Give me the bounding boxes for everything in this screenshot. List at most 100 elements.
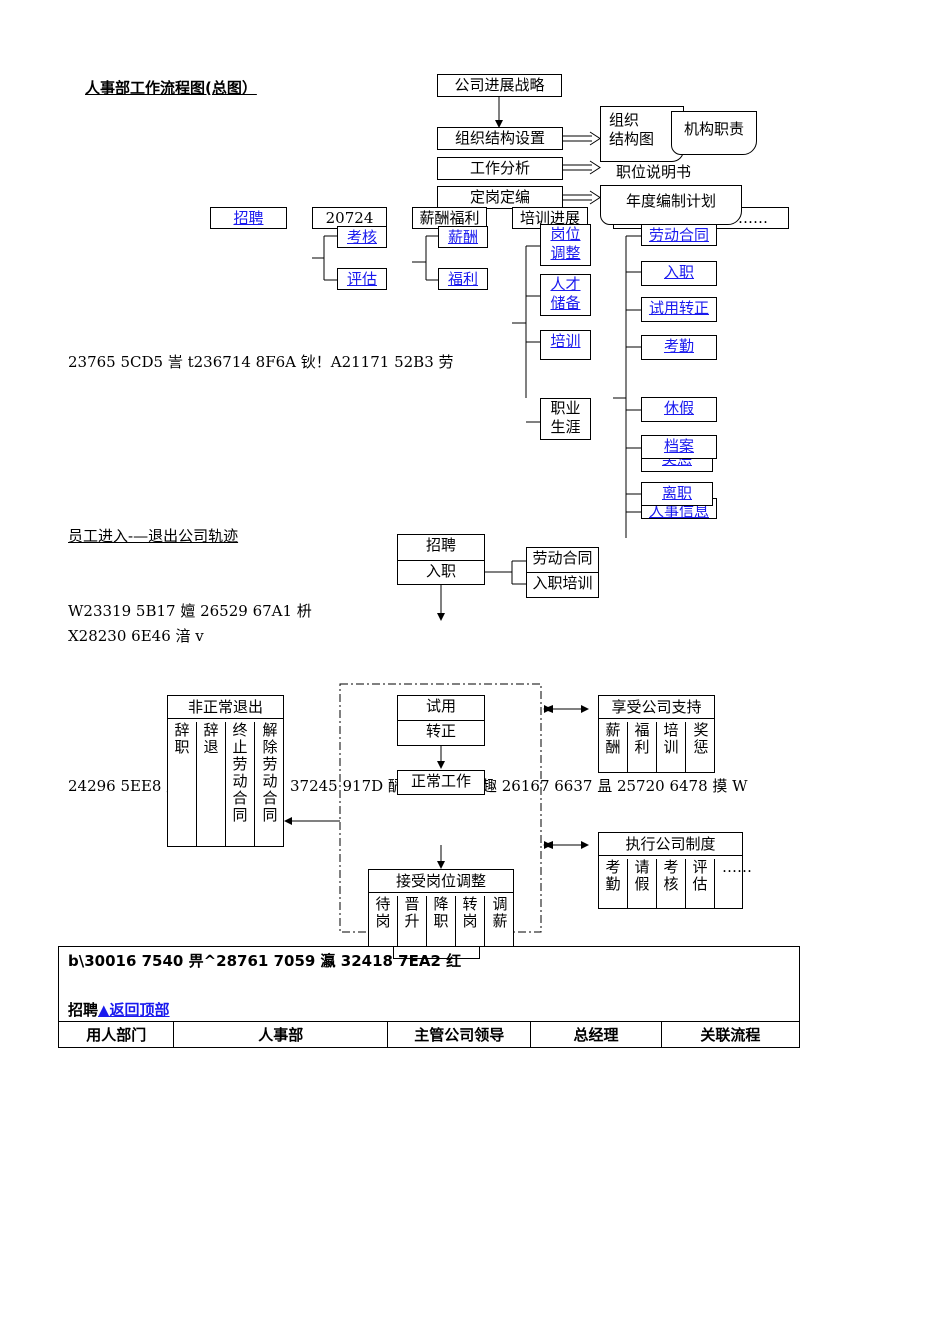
garbled-line-2: W23319 5B17 嬗 26529 67A1 枡 (68, 602, 312, 620)
dept-duty-doc: 机构职责 (671, 111, 757, 155)
table-header: 人事部 (173, 1021, 389, 1048)
abnormal-exit-title: 非正常退出 (168, 696, 283, 719)
support-title: 享受公司支持 (599, 696, 714, 719)
garbled-line-3: X28230 6E46 湆 v (68, 627, 204, 645)
lizhi-link[interactable]: 离职 (661, 484, 692, 502)
rencai-link[interactable]: 人才 储备 (550, 275, 581, 312)
table-header: 总经理 (530, 1021, 662, 1048)
adjust-item: 转岗 (456, 896, 485, 946)
track-recruit: 招聘 (398, 535, 484, 561)
fuli-link[interactable]: 福利 (447, 270, 478, 288)
kaohe-item[interactable]: 考核 (337, 226, 387, 248)
track-entry-training: 入职培训 (532, 574, 593, 592)
garbled-line-4-right: 趣 26167 6637 昷 25720 6478 摸 W (482, 777, 748, 795)
staffing-box: 定岗定编 (437, 186, 563, 209)
dangan-item[interactable]: 档案 (641, 435, 717, 459)
process-table: 用人部门 人事部 主管公司领导 总经理 关联流程 (57, 1021, 801, 1048)
annual-plan-doc: 年度编制计划 (600, 185, 742, 225)
table-header: 用人部门 (57, 1021, 175, 1048)
track-probation: 试用 (398, 696, 484, 721)
adjust-item: 晋升 (398, 896, 427, 946)
shiyong-link[interactable]: 试用转正 (648, 299, 709, 317)
recruit-section-label: 招聘 (68, 1001, 99, 1019)
recruit-section: 招聘▲返回顶部 (68, 999, 170, 1020)
adjust-items: 待岗 晋升 降职 转岗 调薪 (369, 896, 513, 946)
job-analysis-box: 工作分析 (437, 157, 563, 180)
xinchou-item[interactable]: 薪酬 (438, 226, 488, 248)
peixun-item[interactable]: 培训 (540, 330, 591, 360)
garbled-line-4-left: 24296 5EE8 廨 (68, 777, 182, 795)
pinggu-item[interactable]: 评估 (337, 268, 387, 290)
bottom-overlap-box (393, 946, 480, 959)
salary-welfare-box: 薪酬福利 (412, 207, 487, 229)
abnormal-exit-box: 非正常退出 辞职 辞退 终止劳动合同 解除劳动合同 (167, 695, 284, 847)
adjust-item: 待岗 (369, 896, 398, 946)
abnormal-exit-items: 辞职 辞退 终止劳动合同 解除劳动合同 (168, 722, 283, 846)
recruit-link[interactable]: 招聘 (233, 209, 264, 227)
org-chart-doc: 组织 结构图 (600, 106, 684, 162)
track-confirm: 转正 (425, 722, 456, 740)
strategy-box: 公司进展战略 (437, 74, 562, 97)
training-box: 培训进展 (512, 207, 588, 229)
abnormal-item: 辞职 (168, 722, 197, 846)
normal-work-box: 正常工作 (397, 770, 485, 795)
ruzhi-item[interactable]: 入职 (641, 261, 717, 286)
shiyong-item[interactable]: 试用转正 (641, 297, 717, 322)
kaoqin-item[interactable]: 考勤 (641, 335, 717, 360)
recruit-function[interactable]: 招聘 (210, 207, 287, 229)
zhiye-item: 职业 生涯 (540, 398, 591, 440)
policy-item: 请假 (628, 859, 657, 908)
track-title: 员工进入-—退出公司轨迹 (68, 527, 239, 545)
contract-training-box: 劳动合同 入职培训 (526, 547, 599, 598)
ruzhi-link[interactable]: 入职 (663, 263, 694, 281)
org-setup-box: 组织结构设置 (437, 127, 563, 150)
rencai-item[interactable]: 人才 储备 (540, 274, 591, 316)
renshi-info-link[interactable]: 人事信息 (648, 502, 709, 519)
support-item: 薪酬 (599, 722, 628, 772)
fuli-item[interactable]: 福利 (438, 268, 488, 290)
policy-box: 执行公司制度 考勤 请假 考核 评估 …… (598, 832, 752, 909)
policy-item: 考勤 (599, 859, 628, 908)
policy-title: 执行公司制度 (599, 833, 742, 856)
lizhi-item[interactable]: 离职 (641, 482, 713, 506)
abnormal-item: 终止劳动合同 (226, 722, 255, 846)
recruit-entry-box: 招聘 入职 (397, 534, 485, 585)
back-to-top-link[interactable]: ▲返回顶部 (98, 1001, 170, 1019)
xiujia-link[interactable]: 休假 (663, 399, 694, 417)
adjust-box: 接受岗位调整 待岗 晋升 降职 转岗 调薪 (368, 869, 514, 947)
dangan-link[interactable]: 档案 (663, 437, 694, 455)
peixun-link[interactable]: 培训 (550, 332, 581, 350)
policy-item: 评估 (686, 859, 715, 908)
laodong-link[interactable]: 劳动合同 (648, 226, 709, 244)
page-title: 人事部工作流程图(总图） (85, 79, 257, 97)
abnormal-item: 辞退 (197, 722, 226, 846)
kaohe-link[interactable]: 考核 (346, 228, 377, 246)
adjust-title: 接受岗位调整 (369, 870, 513, 893)
policy-item: …… (722, 858, 752, 876)
gangwei-link[interactable]: 岗位 调整 (550, 225, 581, 262)
abnormal-item: 解除劳动合同 (262, 721, 278, 824)
pinggu-link[interactable]: 评估 (346, 270, 377, 288)
track-contract: 劳动合同 (527, 548, 598, 573)
table-header: 主管公司领导 (387, 1021, 532, 1048)
garbled-line-4-mid: 37245 917D 酽 (290, 777, 403, 795)
xinchou-link[interactable]: 薪酬 (447, 228, 478, 246)
support-item: 福利 (628, 722, 657, 772)
garbled-line-1: 23765 5CD5 訔 t236714 8F6A 钬！A21171 52B3 … (68, 353, 454, 371)
bottom-garbled: b\30016 7540 畀^28761 7059 瀛 32418 7EA2 红 (68, 952, 462, 970)
policy-items: 考勤 请假 考核 评估 …… (599, 858, 752, 908)
adjust-item: 降职 (427, 896, 456, 946)
probation-box: 试用 转正 (397, 695, 485, 746)
kaoqin-link[interactable]: 考勤 (663, 337, 694, 355)
gangwei-item[interactable]: 岗位 调整 (540, 224, 591, 266)
xiujia-item[interactable]: 休假 (641, 397, 717, 422)
track-entry: 入职 (425, 562, 456, 580)
support-box: 享受公司支持 薪酬 福利 培训 奖惩 (598, 695, 715, 773)
laodong-item[interactable]: 劳动合同 (641, 224, 717, 246)
support-item: 培训 (657, 722, 686, 772)
table-header-row: 用人部门 人事部 主管公司领导 总经理 关联流程 (57, 1021, 801, 1048)
table-header: 关联流程 (660, 1021, 801, 1048)
support-items: 薪酬 福利 培训 奖惩 (599, 722, 714, 772)
support-item: 奖惩 (693, 721, 709, 756)
